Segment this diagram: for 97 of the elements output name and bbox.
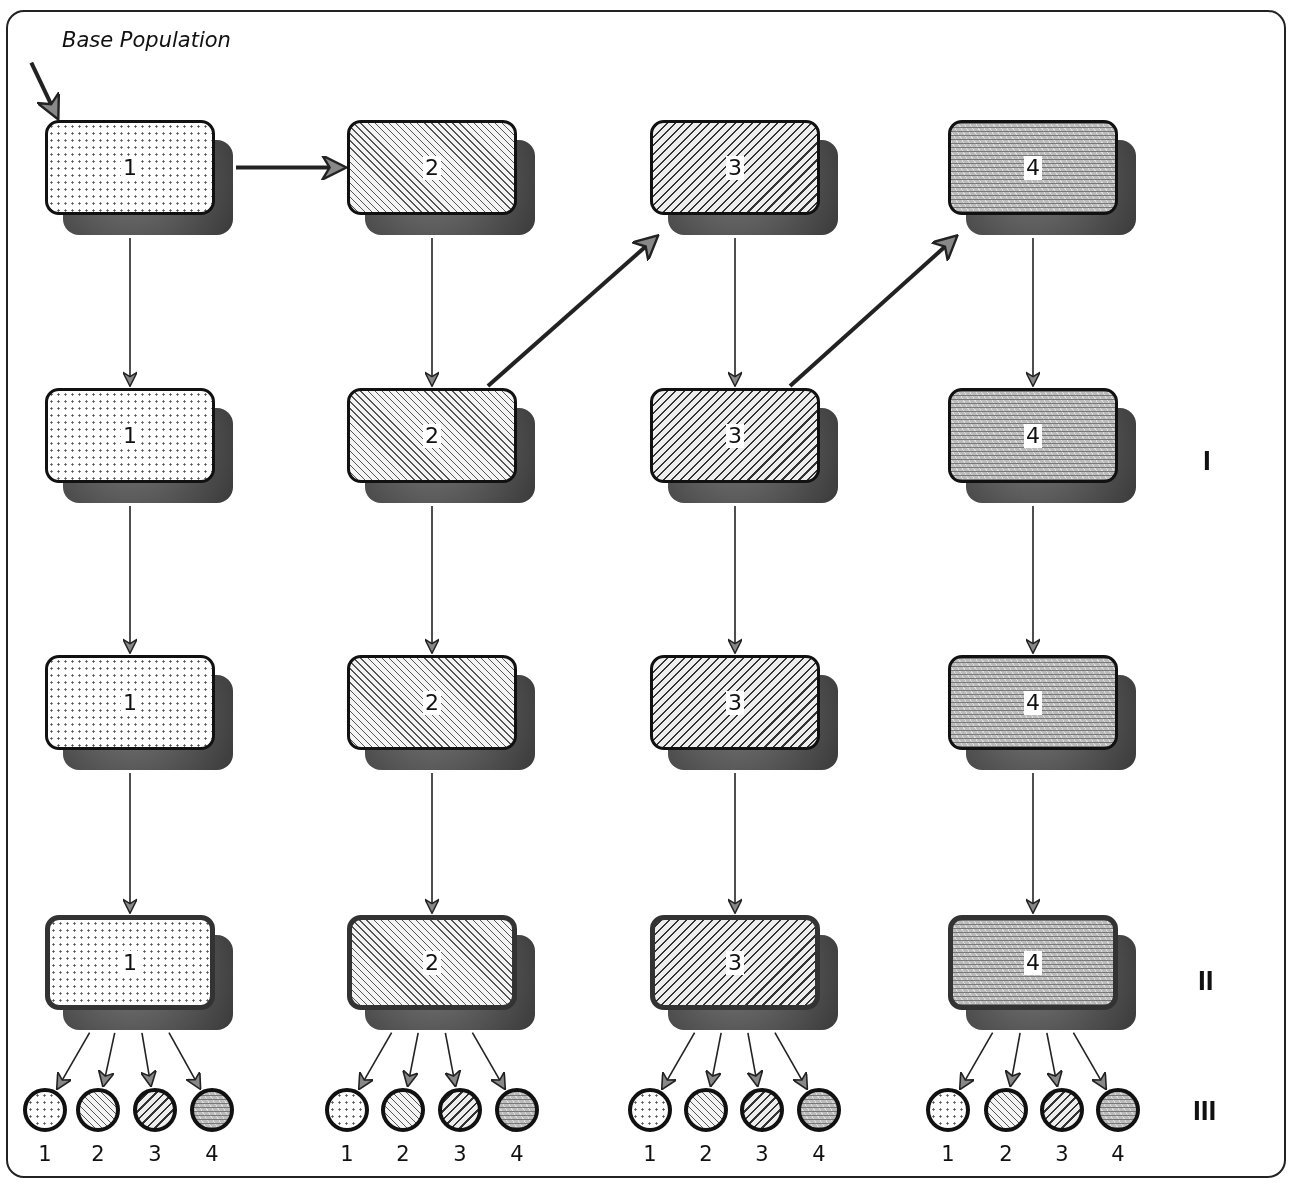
population-box (650, 915, 820, 1010)
circle-number: 2 (395, 1142, 411, 1166)
box-number: 3 (726, 155, 744, 180)
population-circle (133, 1088, 177, 1132)
population-circle (381, 1088, 425, 1132)
population-box (650, 388, 820, 483)
arrow (424, 505, 440, 655)
arrow (1045, 1032, 1064, 1088)
arrow (1025, 772, 1041, 915)
population-box (948, 388, 1118, 483)
box-number: 3 (726, 423, 744, 448)
circle-number: 1 (940, 1142, 956, 1166)
arrow (727, 505, 743, 655)
arrow (122, 772, 138, 915)
arrow (122, 237, 138, 388)
circle-number: 3 (1054, 1142, 1070, 1166)
circle-number: 1 (37, 1142, 53, 1166)
population-box (347, 915, 517, 1010)
arrow (168, 1031, 202, 1091)
arrow (746, 1032, 764, 1088)
population-circle (1096, 1088, 1140, 1132)
arrow (1025, 237, 1041, 388)
arrow (97, 1032, 116, 1088)
stage-label: II (1198, 965, 1214, 997)
box-number: 2 (423, 950, 441, 975)
circle-number: 4 (1110, 1142, 1126, 1166)
box-number: 1 (121, 950, 139, 975)
population-circle (984, 1088, 1028, 1132)
arrow (122, 505, 138, 655)
circle-number: 3 (754, 1142, 770, 1166)
circle-number: 3 (147, 1142, 163, 1166)
arrow (444, 1032, 462, 1088)
arrow (727, 237, 743, 388)
population-circle (926, 1088, 970, 1132)
circle-number: 2 (698, 1142, 714, 1166)
arrow (424, 237, 440, 388)
circle-number: 2 (998, 1142, 1014, 1166)
population-circle (495, 1088, 539, 1132)
stage-label: III (1193, 1095, 1217, 1127)
arrow (774, 1031, 809, 1091)
arrow (401, 1032, 420, 1088)
population-box (650, 655, 820, 750)
caption-text: Base Population (20, 28, 270, 60)
circle-number: 1 (339, 1142, 355, 1166)
arrow (357, 1031, 393, 1091)
arrow (29, 61, 61, 121)
box-number: 4 (1024, 155, 1042, 180)
arrow (1072, 1031, 1108, 1091)
population-box (650, 120, 820, 215)
arrow (958, 1031, 994, 1091)
arrow (139, 1032, 158, 1088)
circle-number: 3 (452, 1142, 468, 1166)
arrow (424, 772, 440, 915)
population-circle (740, 1088, 784, 1132)
circle-number: 4 (204, 1142, 220, 1166)
arrow (704, 1032, 723, 1088)
arrow (55, 1031, 91, 1091)
population-box (948, 915, 1118, 1010)
population-box (45, 120, 215, 215)
arrow (788, 234, 959, 388)
circle-number: 4 (509, 1142, 525, 1166)
circle-number: 4 (811, 1142, 827, 1166)
box-number: 2 (423, 423, 441, 448)
population-box (347, 655, 517, 750)
arrow (727, 772, 743, 915)
population-circle (1040, 1088, 1084, 1132)
box-number: 2 (423, 690, 441, 715)
population-box (948, 120, 1118, 215)
box-number: 3 (726, 950, 744, 975)
population-circle (190, 1088, 234, 1132)
arrow (1025, 505, 1041, 655)
population-circle (76, 1088, 120, 1132)
box-number: 4 (1024, 690, 1042, 715)
stage-label: I (1203, 445, 1211, 477)
arrow (486, 234, 660, 388)
population-circle (684, 1088, 728, 1132)
population-box (347, 388, 517, 483)
arrow (471, 1031, 507, 1091)
population-box (347, 120, 517, 215)
population-circle (325, 1088, 369, 1132)
box-number: 4 (1024, 950, 1042, 975)
arrow (660, 1031, 696, 1091)
arrow (1004, 1032, 1022, 1088)
population-box (45, 915, 215, 1010)
arrow (236, 154, 348, 181)
box-number: 4 (1024, 423, 1042, 448)
population-box (45, 655, 215, 750)
population-circle (438, 1088, 482, 1132)
population-circle (797, 1088, 841, 1132)
population-box (45, 388, 215, 483)
population-circle (23, 1088, 67, 1132)
population-box (948, 655, 1118, 750)
box-number: 2 (423, 155, 441, 180)
box-number: 3 (726, 690, 744, 715)
population-circle (628, 1088, 672, 1132)
circle-number: 2 (90, 1142, 106, 1166)
circle-number: 1 (642, 1142, 658, 1166)
